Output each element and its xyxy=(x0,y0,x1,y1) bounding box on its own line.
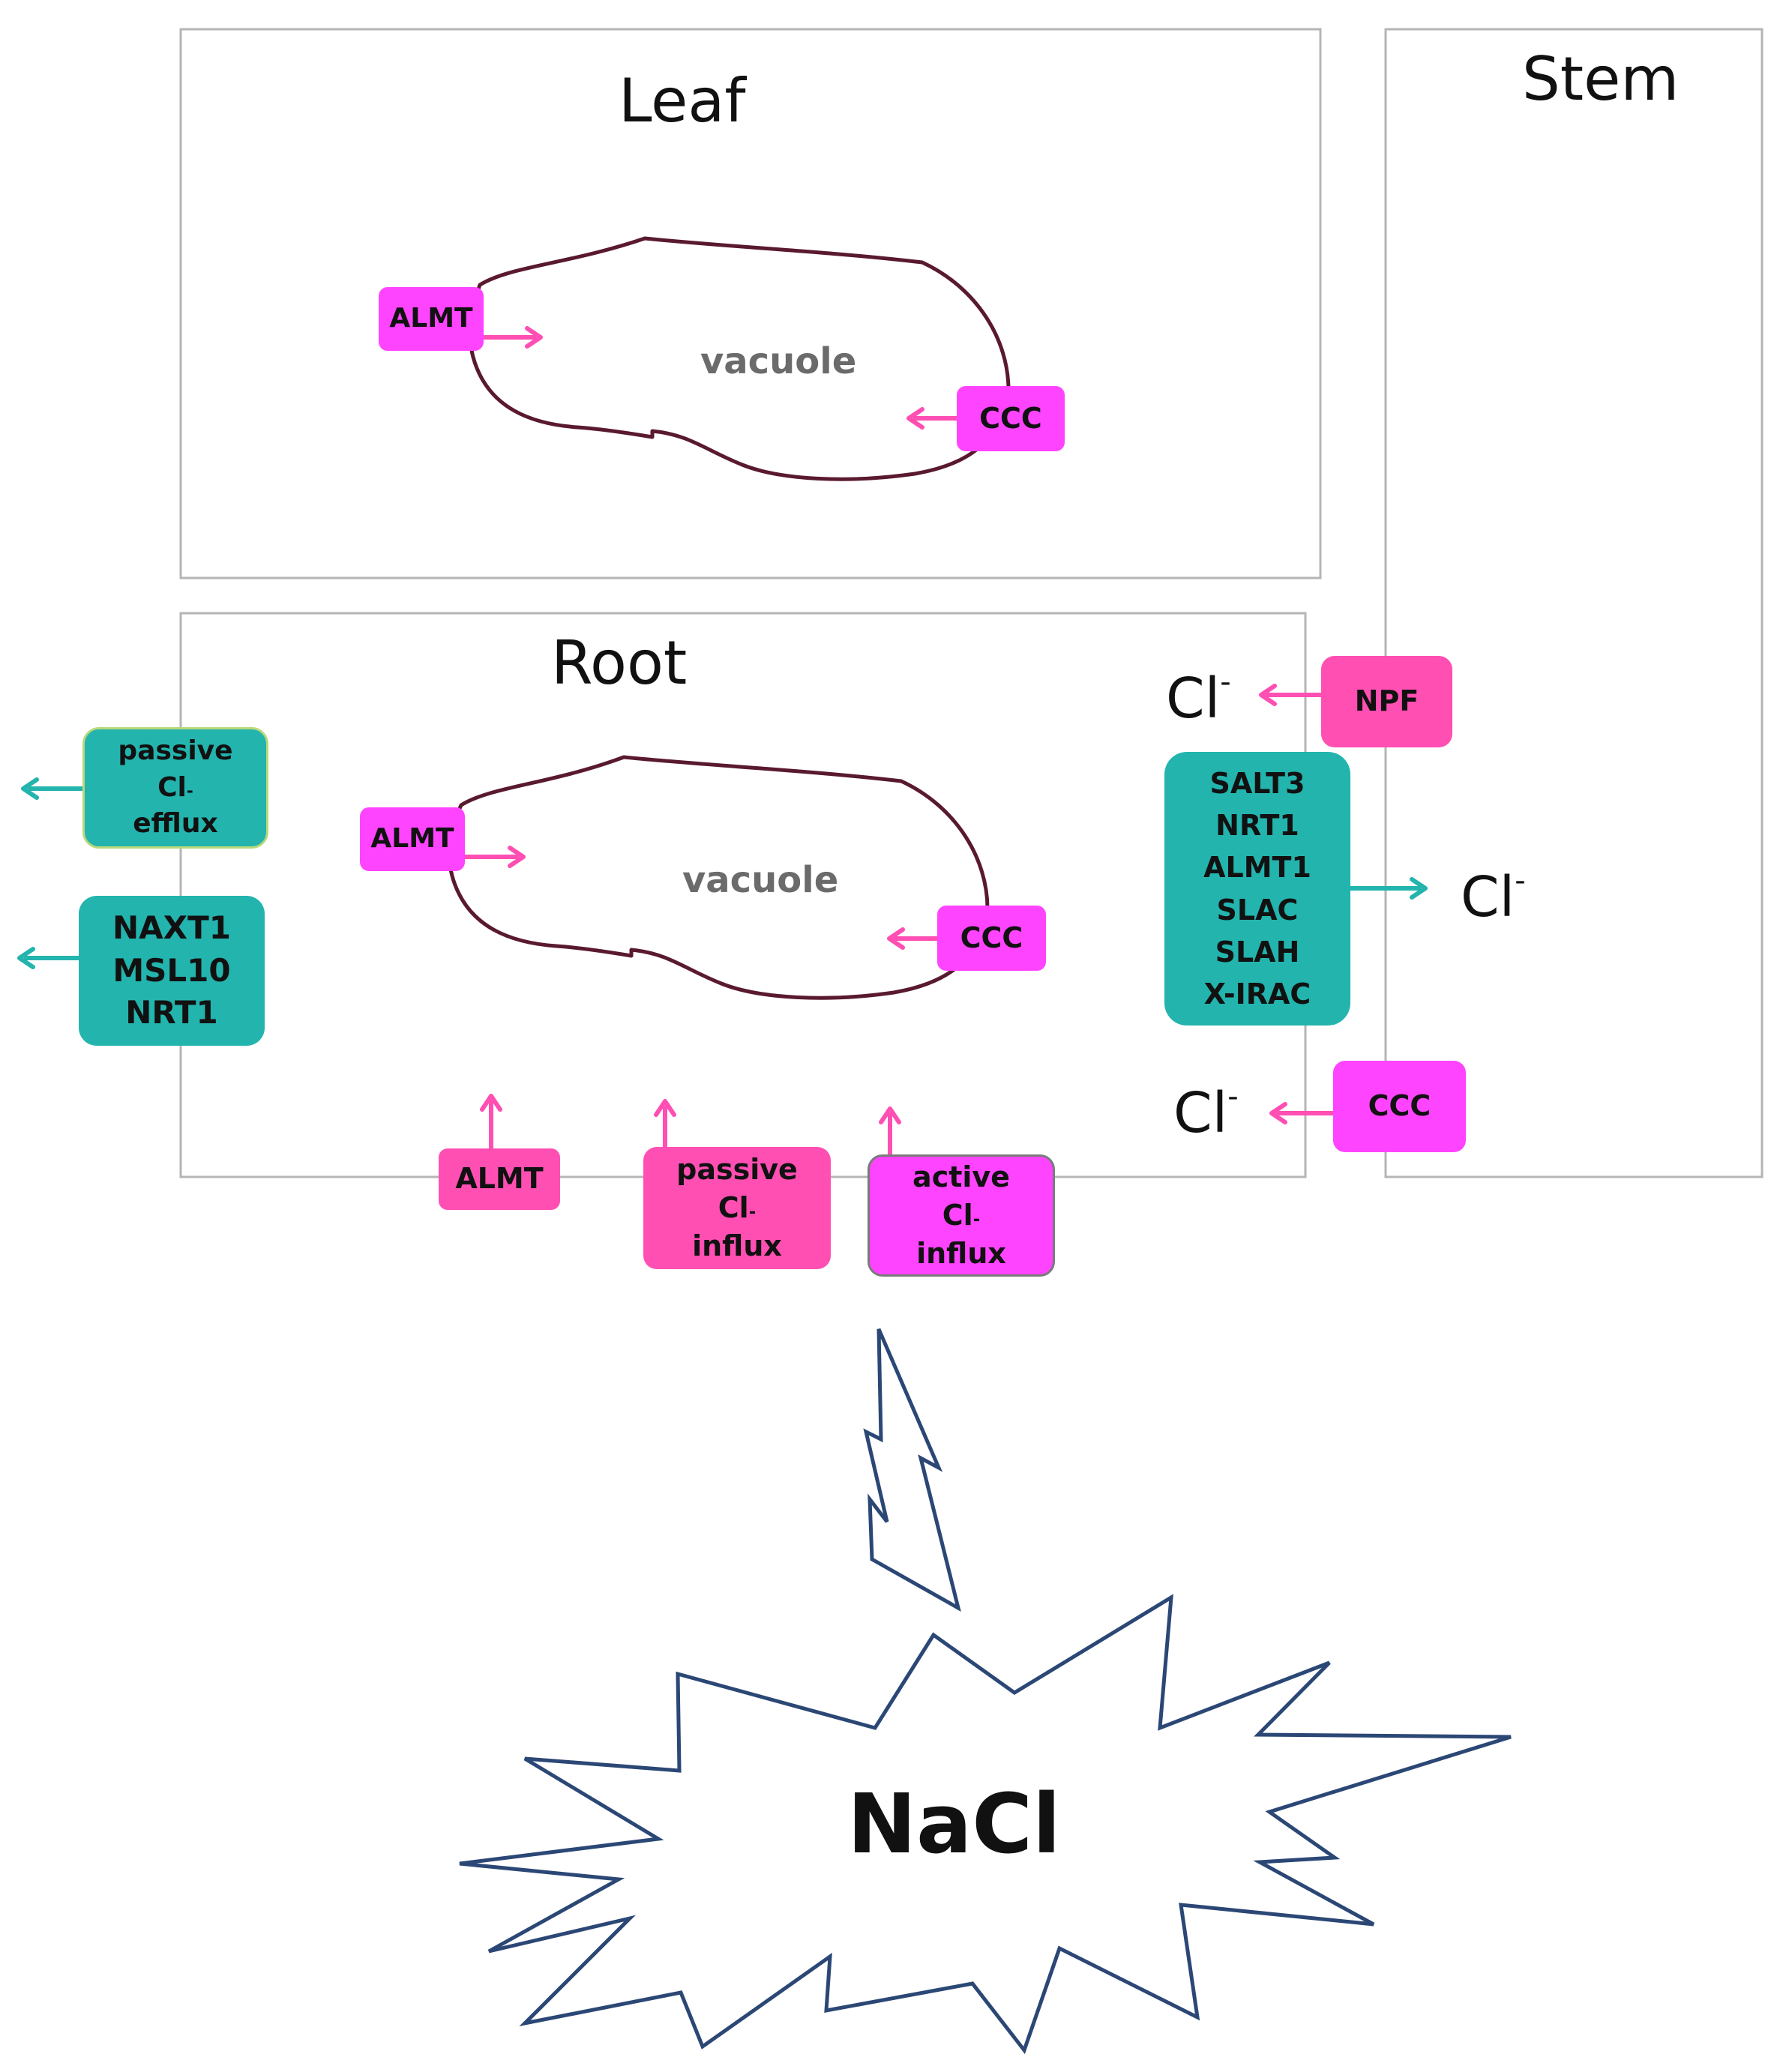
channel-line-4: SLAC xyxy=(1216,893,1299,927)
naxt-line-2: MSL10 xyxy=(112,951,231,989)
leaf-vacuole-label: vacuole xyxy=(700,340,857,382)
root-title: Root xyxy=(551,628,688,698)
root-almt-label: ALMT xyxy=(370,823,454,855)
leaf-ccc-transporter: CCC xyxy=(957,386,1065,451)
nacl-label: NaCl xyxy=(847,1776,1061,1872)
xylem-ccc-transporter: CCC xyxy=(1333,1061,1466,1152)
naxt-efflux-group: NAXT1 MSL10 NRT1 xyxy=(79,896,265,1046)
passive-influx-line-3: influx xyxy=(692,1229,782,1263)
lightning-bolt xyxy=(863,1328,961,1612)
root-almt-transporter: ALMT xyxy=(360,807,465,871)
active-influx-line-2: Cl- xyxy=(942,1198,981,1232)
passive-efflux-line-1: passive xyxy=(118,735,233,767)
channel-line-2: NRT1 xyxy=(1215,809,1299,843)
nacl-burst xyxy=(459,1594,1512,2055)
active-influx-transporter: active Cl- influx xyxy=(868,1154,1055,1277)
stem-frame xyxy=(1384,28,1764,1178)
leaf-ccc-label: CCC xyxy=(979,401,1042,435)
active-influx-line-3: influx xyxy=(916,1237,1006,1271)
leaf-title: Leaf xyxy=(619,66,746,136)
chloride-label-ccc: Cl- xyxy=(1173,1079,1239,1145)
passive-influx-transporter: passive Cl- influx xyxy=(643,1147,831,1269)
leaf-vacuole-outline xyxy=(468,236,1011,481)
leaf-almt-transporter: ALMT xyxy=(379,287,484,351)
channel-line-6: X-IRAC xyxy=(1203,977,1311,1011)
leaf-almt-label: ALMT xyxy=(389,303,473,334)
root-ccc-label: CCC xyxy=(960,921,1023,954)
passive-efflux-transporter: passive Cl- efflux xyxy=(82,727,268,849)
active-influx-line-1: active xyxy=(912,1160,1010,1193)
passive-influx-line-2: Cl- xyxy=(718,1190,757,1224)
naxt-line-1: NAXT1 xyxy=(112,909,231,946)
passive-efflux-line-2: Cl- xyxy=(157,771,193,803)
chloride-label-xylem: Cl- xyxy=(1461,864,1526,930)
membrane-almt-transporter: ALMT xyxy=(439,1148,560,1210)
passive-efflux-line-3: efflux xyxy=(133,808,218,840)
stem-title: Stem xyxy=(1522,44,1680,114)
passive-influx-line-1: passive xyxy=(676,1152,798,1186)
root-ccc-transporter: CCC xyxy=(937,906,1046,971)
channel-line-1: SALT3 xyxy=(1209,766,1305,800)
chloride-label-npf: Cl- xyxy=(1166,665,1231,731)
npf-label: NPF xyxy=(1354,684,1419,718)
xylem-channel-group: SALT3 NRT1 ALMT1 SLAC SLAH X-IRAC xyxy=(1164,752,1350,1026)
channel-line-3: ALMT1 xyxy=(1203,851,1311,885)
xylem-ccc-label: CCC xyxy=(1368,1089,1431,1123)
npf-transporter: NPF xyxy=(1321,656,1452,747)
root-vacuole-label: vacuole xyxy=(682,859,839,901)
leaf-frame xyxy=(179,28,1322,579)
channel-line-5: SLAH xyxy=(1215,935,1300,969)
root-vacuole-outline xyxy=(447,755,990,1000)
naxt-line-3: NRT1 xyxy=(125,994,218,1032)
membrane-almt-label: ALMT xyxy=(455,1162,544,1196)
